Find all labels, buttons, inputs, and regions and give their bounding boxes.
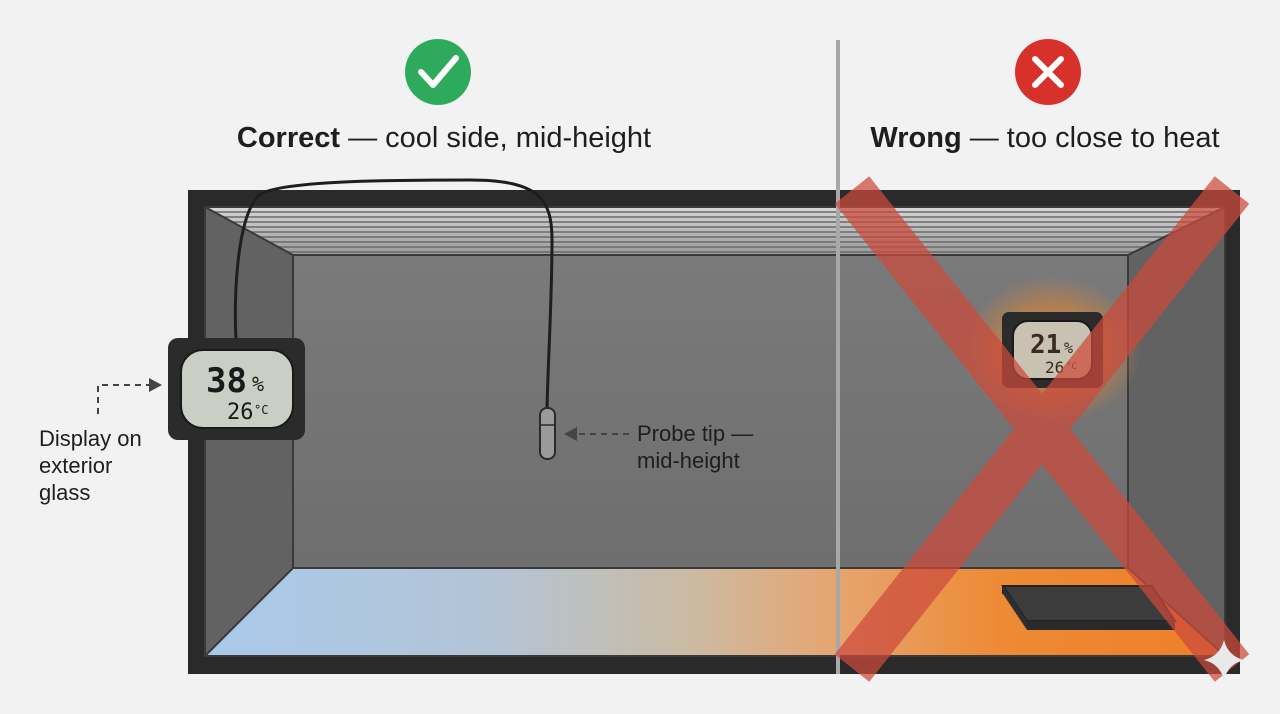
- tank-mesh-lid: [205, 207, 1225, 255]
- probe-callout-line1: Probe tip —: [637, 421, 753, 446]
- display-humidity-value: 38: [206, 361, 247, 401]
- display-temp-value: 26: [227, 400, 254, 425]
- correct-panel: Correct — cool side, mid-height Probe ti…: [39, 39, 753, 505]
- cross-icon: [1015, 39, 1081, 105]
- display-callout-line1: Display on: [39, 426, 142, 451]
- probe-tip: [539, 407, 556, 460]
- wrong-display-humidity-value: 21: [1030, 330, 1061, 360]
- correct-heading: Correct — cool side, mid-height: [237, 122, 651, 154]
- display-callout-line2: exterior: [39, 453, 112, 478]
- warning-x-mark: [834, 176, 1250, 682]
- mesh-lines: [214, 211, 1216, 253]
- display-humidity-unit: %: [252, 372, 264, 396]
- check-icon: [405, 39, 471, 105]
- probe-callout-line2: mid-height: [637, 448, 740, 473]
- hygrometer-display-exterior: 38 % 26 °C: [168, 338, 305, 440]
- probe-cable: [233, 178, 554, 411]
- wrong-panel: Wrong — too close to heat 21 % 26 °C: [834, 39, 1250, 682]
- display-callout-line3: glass: [39, 480, 90, 505]
- sparkle-icon: [1204, 640, 1244, 680]
- probe-callout-arrow: [564, 427, 629, 441]
- wrong-display-humidity-unit: %: [1064, 339, 1073, 357]
- display-temp-unit: °C: [254, 403, 268, 417]
- display-callout-arrow: [97, 378, 162, 414]
- tank-floor-temperature-gradient: [205, 568, 1225, 656]
- wrong-heading: Wrong — too close to heat: [870, 122, 1219, 154]
